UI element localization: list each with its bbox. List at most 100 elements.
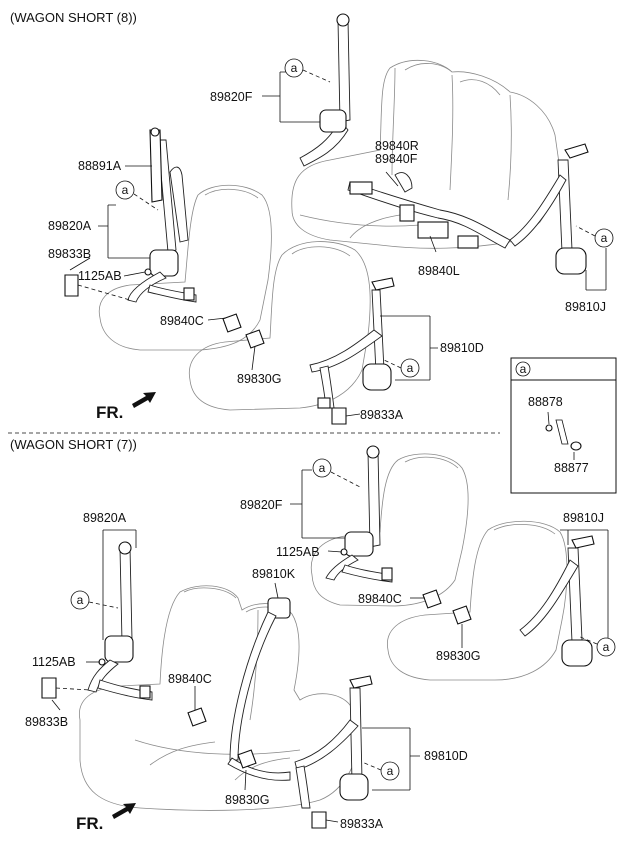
label-89810D: 89810D — [424, 749, 468, 763]
label-89830G: 89830G — [237, 372, 281, 386]
callout-circle-icon — [115, 180, 135, 200]
label-89833A: 89833A — [340, 817, 384, 831]
guide-loop-icon — [366, 445, 380, 459]
retractor-icon — [319, 109, 347, 133]
retractor-icon — [344, 531, 374, 557]
svg-text:a: a — [603, 640, 610, 654]
label-89840L: 89840L — [418, 264, 460, 278]
buckle-icon — [139, 685, 151, 699]
anchor-bracket-89833B-icon — [41, 677, 57, 699]
bottom-belt-89820F — [325, 445, 393, 583]
callout-circle-icon — [596, 637, 616, 657]
top-leaders — [69, 71, 607, 417]
buckle-icon — [457, 235, 479, 249]
svg-text:a: a — [601, 231, 608, 245]
front-label-top: FR. — [96, 403, 123, 422]
bottom-leaders — [51, 469, 609, 823]
callout-circle-icon — [515, 361, 531, 377]
label-88891A: 88891A — [78, 159, 122, 173]
label-89840F: 89840F — [375, 152, 418, 166]
label-89810J: 89810J — [563, 511, 604, 525]
bottom-belt-89820A — [87, 541, 153, 701]
top-buckles — [64, 268, 347, 425]
callout-circle-icon — [284, 58, 304, 78]
buckle-icon — [183, 287, 195, 301]
bolt-icon — [144, 268, 152, 276]
buckle-icon — [399, 204, 415, 222]
callout-circle-icon — [594, 228, 614, 248]
svg-text:a: a — [319, 461, 326, 475]
retractor-icon — [362, 363, 392, 391]
retractor-icon — [104, 635, 134, 663]
buckle-89830G-icon — [237, 749, 257, 769]
label-89830G-left: 89830G — [225, 793, 269, 807]
callout-circle-icon — [312, 458, 332, 478]
callout-circle-icon — [70, 590, 90, 610]
bottom-rear-seat — [310, 453, 469, 607]
retractor-icon — [339, 773, 369, 801]
top-left-seat — [98, 184, 272, 351]
anchor-bracket-89833A-icon — [311, 811, 327, 829]
front-label-bottom: FR. — [76, 814, 103, 833]
label-1125AB: 1125AB — [78, 269, 122, 283]
retractor-icon — [555, 247, 587, 275]
label-89810J: 89810J — [565, 300, 606, 314]
top-rear-bench-seat — [291, 59, 561, 249]
label-89833B: 89833B — [25, 715, 68, 729]
svg-text:a: a — [122, 183, 129, 197]
bottom-belt-89810J — [519, 535, 595, 667]
bottom-belt-89810K — [227, 597, 291, 781]
bottom-belt-89810D — [294, 675, 373, 809]
buckle-89830G-icon — [452, 605, 472, 625]
detail-box-a: a 88878 88877 — [510, 357, 617, 494]
buckle-89840C-icon — [187, 707, 207, 727]
retractor-icon — [561, 639, 593, 667]
buckle-icon — [381, 567, 393, 581]
label-89830G-right: 89830G — [436, 649, 480, 663]
callout-circle-icon — [380, 761, 400, 781]
label-89820A: 89820A — [48, 219, 92, 233]
top-callouts: a a a a — [115, 58, 614, 378]
svg-text:a: a — [387, 764, 394, 778]
anchor-bracket-89833A-icon — [331, 407, 347, 425]
top-belt-89810J — [509, 143, 589, 275]
label-89820A: 89820A — [83, 511, 127, 525]
label-89833A: 89833A — [360, 408, 404, 422]
svg-text:a: a — [520, 362, 527, 376]
front-direction-arrow-icon — [112, 803, 136, 819]
label-89820F: 89820F — [240, 498, 283, 512]
label-88878: 88878 — [528, 395, 563, 409]
guide-loop-icon — [118, 541, 132, 555]
top-belt-89840 — [347, 172, 511, 249]
label-89840R: 89840R — [375, 139, 419, 153]
retractor-icon — [267, 597, 291, 619]
label-89810K: 89810K — [252, 567, 296, 581]
anchor-bracket-89833B-icon — [64, 274, 79, 297]
label-89820F: 89820F — [210, 90, 253, 104]
label-88877: 88877 — [554, 461, 589, 475]
label-89833B: 89833B — [48, 247, 91, 261]
buckle-icon — [349, 181, 373, 195]
buckle-89830G-icon — [245, 329, 265, 349]
label-89810D: 89810D — [440, 341, 484, 355]
front-direction-arrow-icon — [132, 392, 156, 408]
section-title-8-seat: (WAGON SHORT (8)) — [10, 10, 137, 25]
buckle-icon — [317, 397, 331, 409]
bottom-buckles — [41, 548, 472, 829]
washer-88877-icon — [570, 441, 582, 451]
buckle-89840C-icon — [222, 313, 242, 333]
top-belt-89810D — [309, 277, 395, 409]
bolt-88878-icon — [545, 424, 553, 432]
label-1125AB-right: 1125AB — [276, 545, 320, 559]
buckle-icon — [417, 221, 449, 239]
guide-loop-icon — [336, 13, 350, 27]
section-title-7-seat: (WAGON SHORT (7)) — [10, 437, 137, 452]
buckle-89840C-icon — [422, 589, 442, 609]
label-89840C-right: 89840C — [358, 592, 402, 606]
svg-text:a: a — [407, 361, 414, 375]
top-belt-89820F — [299, 13, 351, 167]
label-1125AB-left: 1125AB — [32, 655, 76, 669]
svg-text:a: a — [77, 593, 84, 607]
retractor-icon — [149, 249, 179, 277]
